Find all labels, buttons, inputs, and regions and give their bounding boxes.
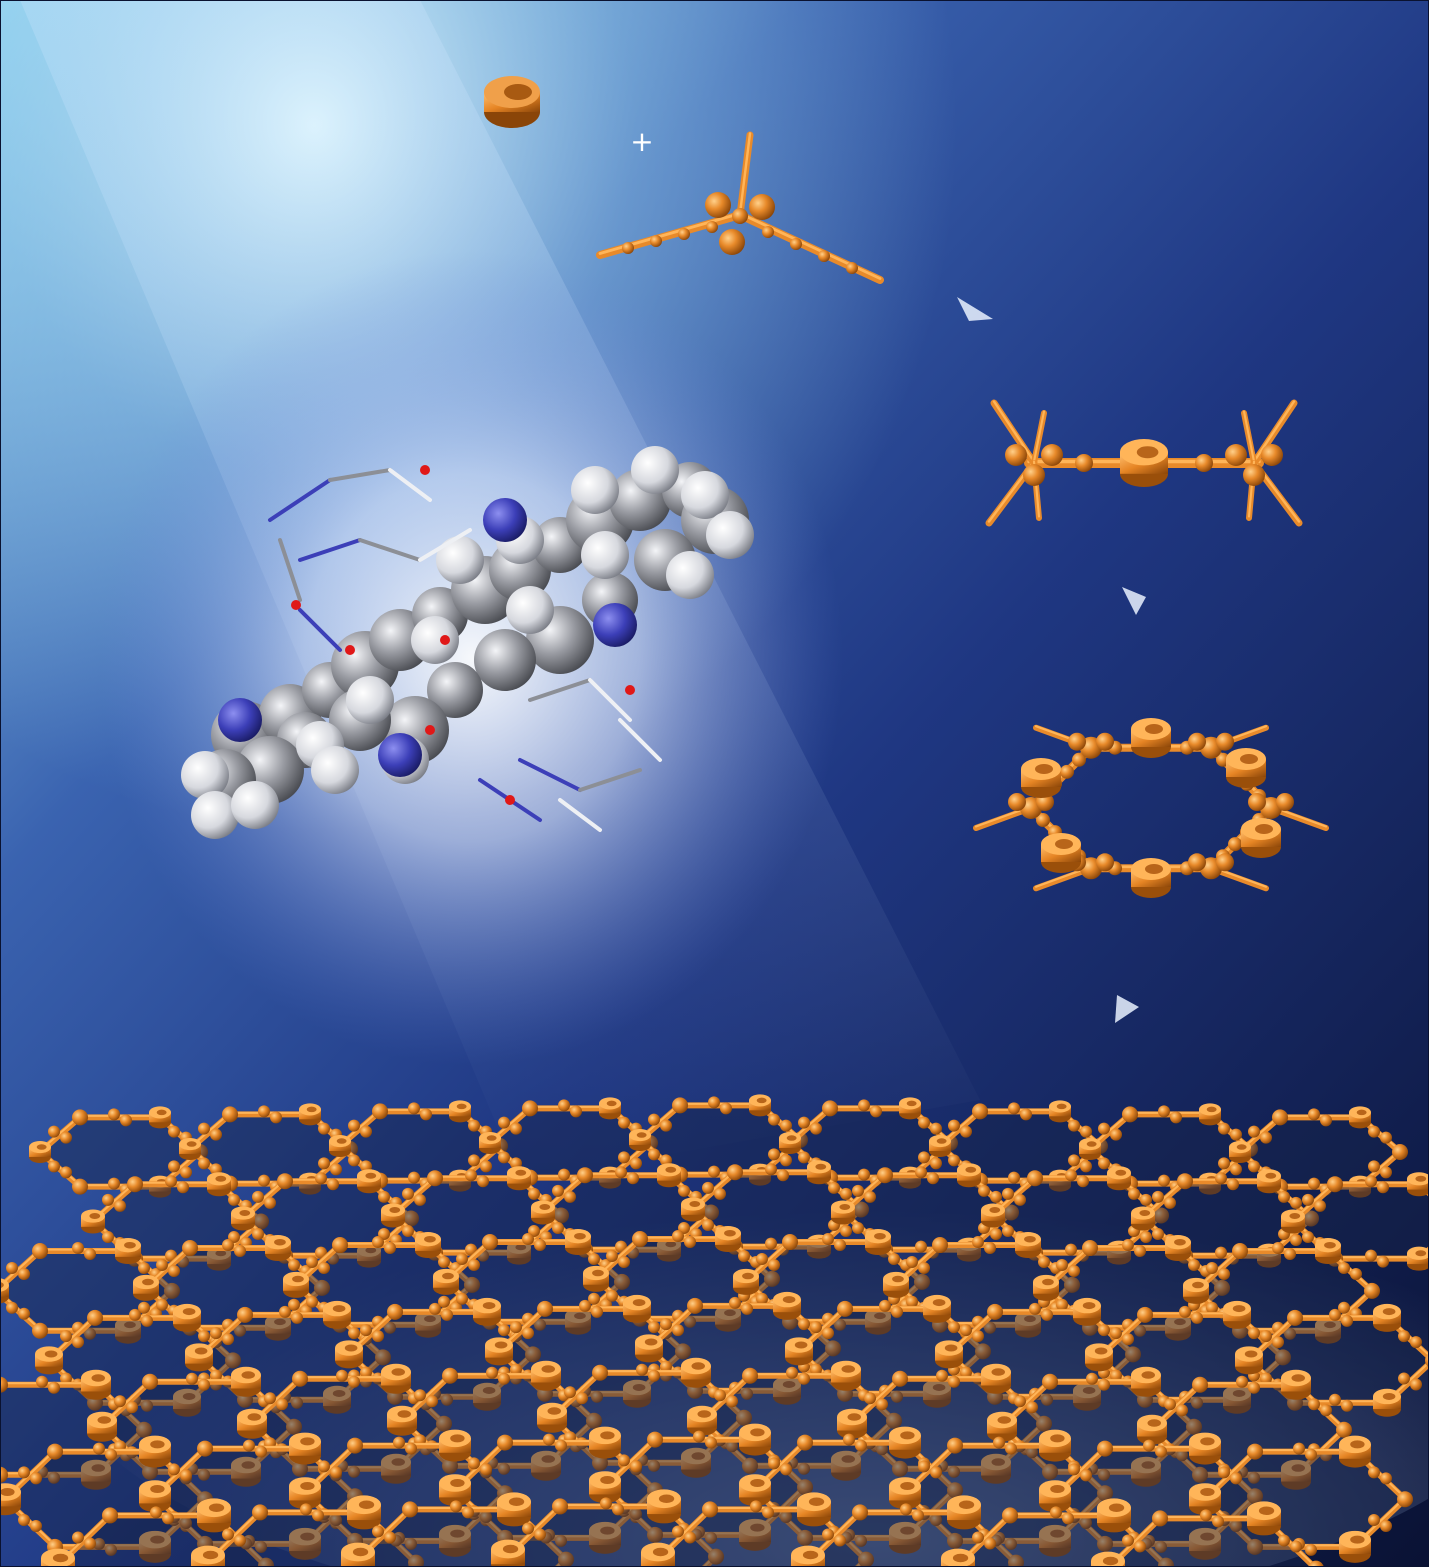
hexagonal-macrocycle: [973, 718, 1329, 898]
ligand-dimer: [985, 399, 1303, 527]
arrow-triangle-icon: [1122, 587, 1146, 615]
arrow-triangle-icon: [1115, 995, 1139, 1023]
cucurbituril-block: [484, 76, 540, 128]
plus-symbol: +: [630, 125, 654, 158]
tripodal-ligand: [596, 131, 884, 284]
honeycomb-framework: [0, 1094, 1429, 1567]
arrow-triangle-icon: [957, 297, 993, 321]
host-guest-complex: [181, 446, 754, 839]
